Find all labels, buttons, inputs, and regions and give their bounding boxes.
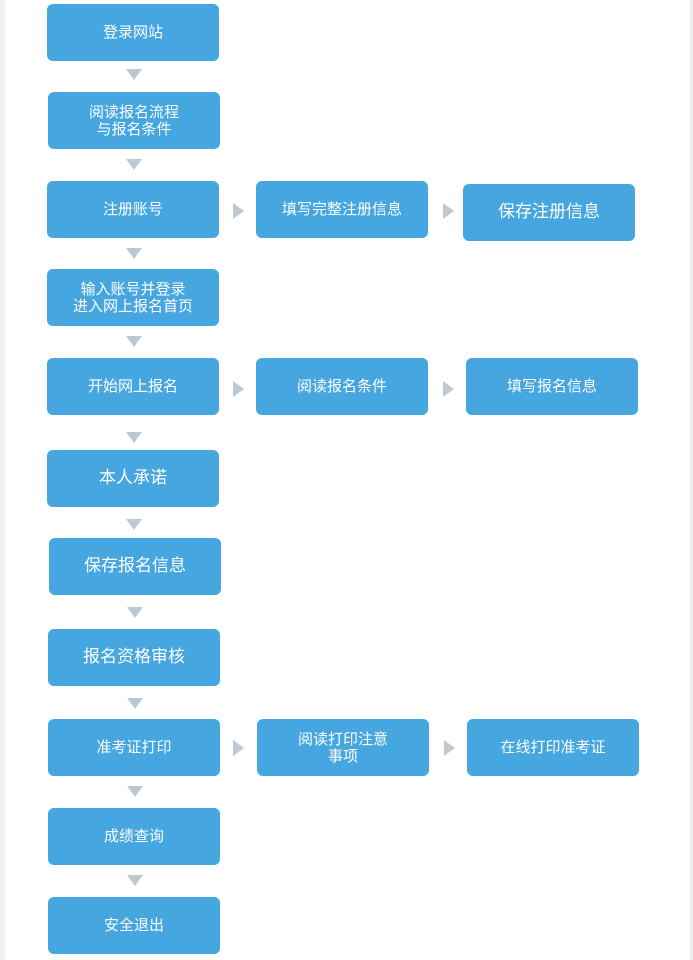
step-read-process: 阅读报名流程 与报名条件 [48, 92, 220, 149]
arrow-down-icon [126, 519, 142, 530]
step-fill-registration: 填写完整注册信息 [256, 181, 428, 238]
step-score-query: 成绩查询 [48, 808, 220, 865]
arrow-right-icon [233, 203, 244, 219]
step-start-registration: 开始网上报名 [47, 358, 219, 415]
step-fill-registration-info: 填写报名信息 [466, 358, 638, 415]
step-read-print-notes: 阅读打印注意 事项 [257, 719, 429, 776]
step-save-registration: 保存注册信息 [463, 184, 635, 241]
arrow-right-icon [233, 740, 244, 756]
left-border [0, 0, 5, 960]
arrow-right-icon [444, 740, 455, 756]
arrow-down-icon [126, 248, 142, 259]
step-register-account: 注册账号 [47, 181, 219, 238]
arrow-down-icon [126, 69, 142, 80]
arrow-down-icon [127, 786, 143, 797]
right-border [690, 0, 693, 960]
arrow-down-icon [127, 607, 143, 618]
step-login-website: 登录网站 [47, 4, 219, 61]
step-safe-exit: 安全退出 [48, 897, 220, 954]
arrow-right-icon [233, 381, 244, 397]
step-login-home: 输入账号并登录 进入网上报名首页 [47, 269, 219, 326]
arrow-down-icon [127, 698, 143, 709]
arrow-down-icon [126, 159, 142, 170]
arrow-down-icon [126, 432, 142, 443]
step-qualification-review: 报名资格审核 [48, 629, 220, 686]
arrow-down-icon [126, 336, 142, 347]
step-read-conditions: 阅读报名条件 [256, 358, 428, 415]
step-print-admission: 准考证打印 [48, 719, 220, 776]
step-personal-commitment: 本人承诺 [47, 450, 219, 507]
step-online-print-admission: 在线打印准考证 [467, 719, 639, 776]
step-save-registration-info: 保存报名信息 [49, 538, 221, 595]
arrow-right-icon [443, 381, 454, 397]
arrow-down-icon [127, 875, 143, 886]
arrow-right-icon [443, 203, 454, 219]
